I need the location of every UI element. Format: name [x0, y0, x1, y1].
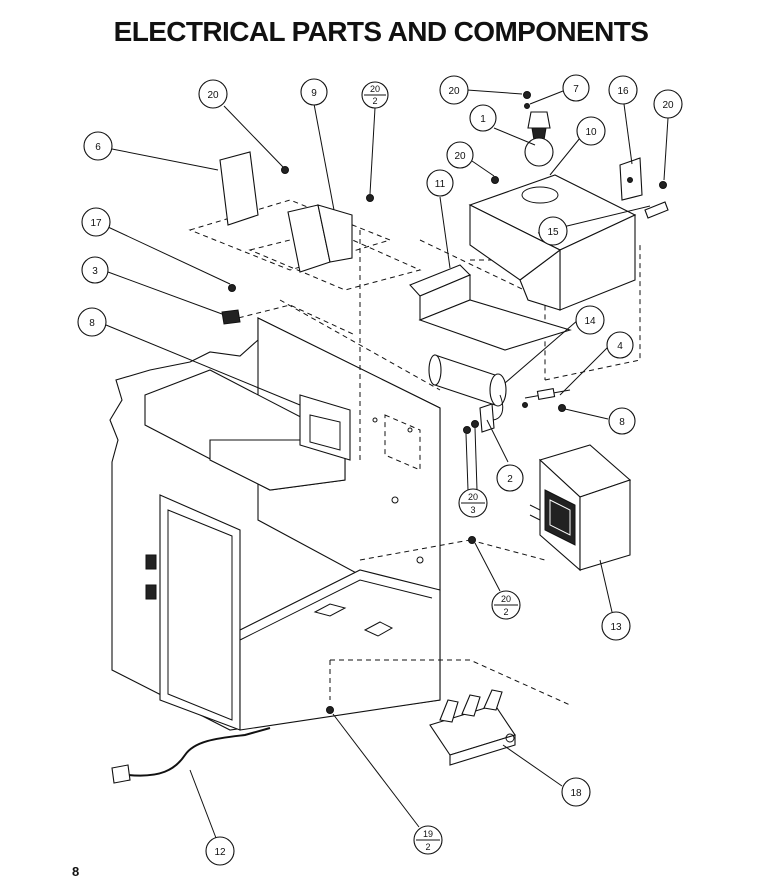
svg-text:8: 8: [89, 318, 95, 329]
svg-text:20: 20: [468, 492, 478, 502]
page-title: ELECTRICAL PARTS AND COMPONENTS: [113, 16, 649, 47]
svg-text:7: 7: [573, 84, 579, 95]
svg-text:2: 2: [507, 474, 513, 485]
screw-icon: [366, 194, 374, 202]
callout-20: 20: [198, 79, 228, 109]
part-17-3-clip: [221, 284, 241, 325]
callout-20: 20: [446, 141, 474, 169]
part-1-lamp: [523, 91, 554, 167]
callout-4: 4: [606, 331, 634, 359]
callout-bubbles: 20 9 20 2 20 7 16 20 6: [77, 74, 683, 866]
screw-icon: [468, 536, 476, 544]
svg-text:6: 6: [95, 142, 101, 153]
callout-20-over-2: 20 2: [491, 590, 521, 620]
bulb-icon: [524, 137, 554, 167]
part-9-bracket: [287, 194, 374, 273]
screw-icon: [522, 402, 528, 408]
screw-icon: [228, 284, 236, 292]
callout-20: 20: [653, 89, 683, 119]
screw-icon: [326, 706, 334, 714]
svg-text:10: 10: [585, 127, 597, 138]
svg-text:11: 11: [435, 179, 446, 190]
callout-15: 15: [538, 216, 568, 246]
page-number: 8: [72, 864, 80, 879]
svg-text:16: 16: [617, 86, 629, 97]
svg-text:2: 2: [425, 842, 430, 852]
svg-text:3: 3: [92, 266, 98, 277]
svg-text:2: 2: [503, 607, 508, 617]
callout-1: 1: [469, 104, 497, 132]
svg-text:20: 20: [662, 100, 674, 111]
screw-icon: [471, 420, 479, 428]
callout-16: 16: [608, 75, 638, 105]
svg-text:14: 14: [584, 316, 596, 327]
callout-8: 8: [77, 307, 107, 337]
terminal-icon: [627, 177, 633, 183]
svg-text:8: 8: [619, 417, 625, 428]
washer-icon: [524, 103, 530, 109]
callout-11: 11: [426, 169, 454, 197]
svg-text:9: 9: [311, 88, 317, 99]
part-18-terminal-block: [429, 689, 516, 766]
screw-icon: [491, 176, 499, 184]
callout-6: 6: [83, 131, 113, 161]
svg-text:20: 20: [501, 594, 511, 604]
callout-14: 14: [575, 305, 605, 335]
screw-icon: [281, 166, 289, 174]
screw-icon: [659, 181, 667, 189]
callout-19-over-2: 19 2: [413, 825, 443, 855]
part-10-mounting-plate: [468, 157, 669, 311]
svg-text:20: 20: [454, 151, 466, 162]
svg-text:4: 4: [617, 341, 623, 352]
svg-text:20: 20: [448, 86, 460, 97]
screw-icon: [558, 404, 566, 412]
svg-text:12: 12: [214, 847, 226, 858]
callout-18: 18: [561, 777, 591, 807]
callout-17: 17: [81, 207, 111, 237]
vent-slot: [145, 554, 157, 570]
callout-20: 20: [439, 75, 469, 105]
svg-text:19: 19: [423, 829, 433, 839]
screw-icon: [463, 426, 471, 434]
callout-12: 12: [205, 836, 235, 866]
callout-8: 8: [608, 407, 636, 435]
callout-3: 3: [81, 256, 109, 284]
part-13-transformer: [529, 444, 632, 572]
part-2-bracket: [463, 403, 495, 544]
part-4-diode: [524, 388, 571, 412]
part-11-shelf: [409, 264, 572, 351]
svg-text:17: 17: [90, 218, 102, 229]
clip-icon: [221, 309, 241, 325]
callout-20-over-3: 20 3: [458, 488, 488, 518]
cabinet-housing: [109, 317, 441, 731]
svg-text:3: 3: [470, 505, 475, 515]
svg-text:15: 15: [547, 227, 559, 238]
callout-13: 13: [601, 611, 631, 641]
vent-slot: [145, 584, 157, 600]
svg-text:18: 18: [570, 788, 582, 799]
callout-10: 10: [576, 116, 606, 146]
callout-20-over-2: 20 2: [361, 81, 389, 109]
callout-7: 7: [562, 74, 590, 102]
callout-9: 9: [300, 78, 328, 106]
svg-text:20: 20: [370, 84, 380, 94]
callout-2: 2: [496, 464, 524, 492]
part-14-capacitor: [428, 354, 528, 421]
part-6-panel: [219, 151, 289, 226]
part-12-power-cord: [111, 727, 271, 784]
svg-text:1: 1: [480, 114, 486, 125]
screw-icon: [523, 91, 531, 99]
svg-text:20: 20: [207, 90, 219, 101]
svg-text:2: 2: [372, 96, 377, 106]
svg-text:13: 13: [610, 622, 622, 633]
